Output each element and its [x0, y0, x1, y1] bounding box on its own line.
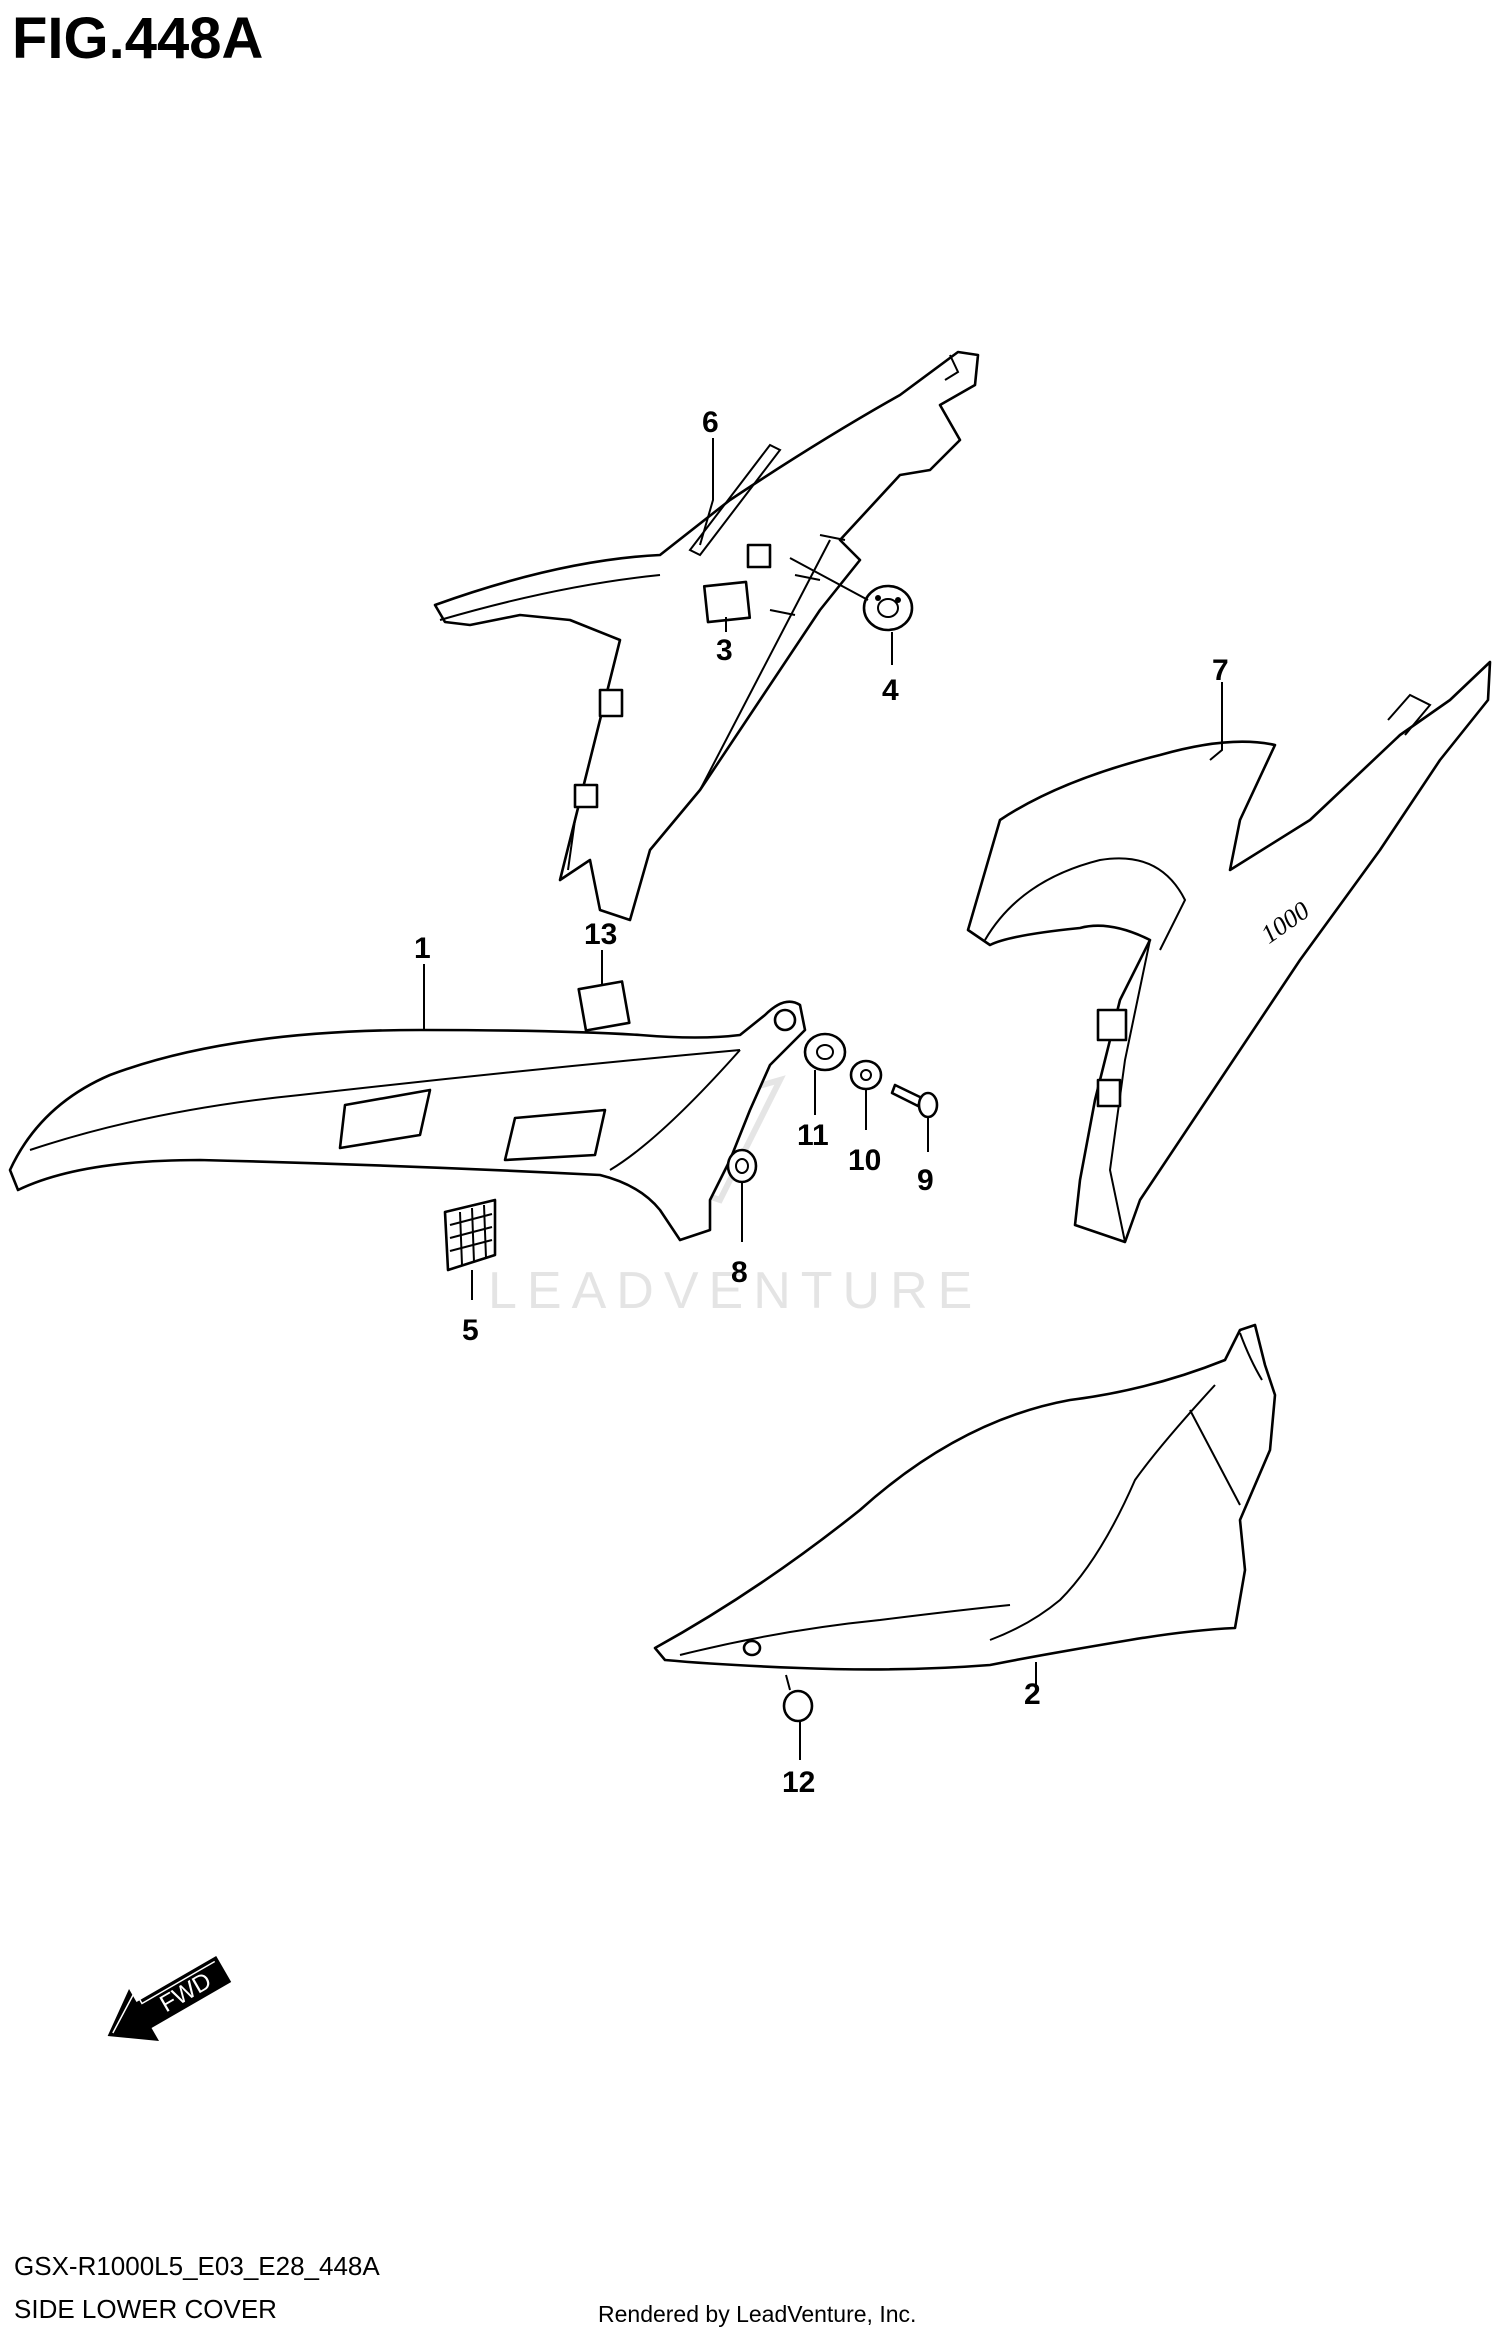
credit-text: Rendered by LeadVenture, Inc.	[598, 2301, 916, 2327]
callout-1: 1	[414, 932, 431, 965]
callout-8: 8	[731, 1256, 748, 1289]
part-8-bushing[interactable]	[726, 1148, 758, 1184]
part-10-washer[interactable]	[849, 1059, 883, 1091]
callout-2: 2	[1024, 1678, 1041, 1711]
part-12-bolt[interactable]	[782, 1674, 814, 1723]
callout-13: 13	[584, 918, 617, 951]
watermark-text: LEADVENTURE	[488, 1262, 982, 1320]
fwd-direction-arrow: FWD	[107, 1956, 232, 2041]
part-3-label[interactable]	[702, 580, 752, 624]
figure-caption: SIDE LOWER COVER	[14, 2294, 277, 2324]
callout-11: 11	[797, 1119, 829, 1152]
callout-3: 3	[716, 634, 733, 667]
callout-4: 4	[882, 674, 899, 707]
part-5-mesh-grille[interactable]	[443, 1198, 497, 1272]
part-9-screw[interactable]	[890, 1083, 939, 1119]
callout-9: 9	[917, 1164, 934, 1197]
part-4-grommet[interactable]	[862, 584, 914, 632]
part-1-side-cover[interactable]	[8, 1000, 807, 1242]
callout-10: 10	[848, 1144, 881, 1177]
part-2-lower-cover[interactable]	[653, 1323, 1277, 1671]
figure-title: FIG.448A	[12, 6, 263, 71]
part-13-label[interactable]	[577, 980, 631, 1032]
figure-code: GSX-R1000L5_E03_E28_448A	[14, 2251, 380, 2281]
callout-6: 6	[702, 406, 719, 439]
callout-5: 5	[462, 1314, 479, 1347]
part-6-inner-panel[interactable]	[433, 350, 980, 922]
part-7-upper-cover[interactable]: 1000	[966, 660, 1492, 1244]
callout-7: 7	[1212, 654, 1229, 687]
callout-12: 12	[782, 1766, 815, 1799]
leader-lines	[423, 438, 1223, 1760]
part-11-nut[interactable]	[803, 1032, 847, 1072]
